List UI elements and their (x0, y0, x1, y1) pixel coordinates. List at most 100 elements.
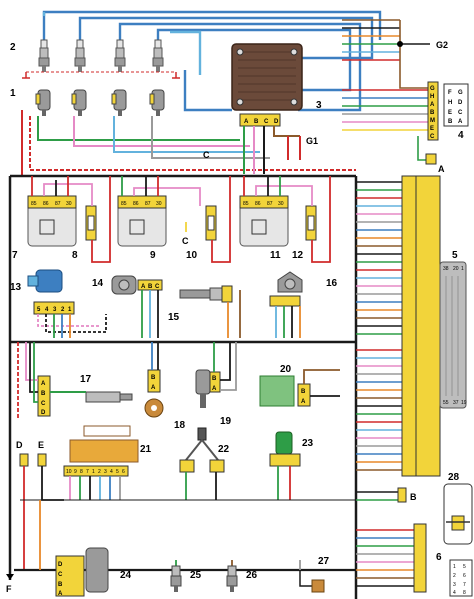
label-3: 3 (316, 100, 322, 111)
pin-label: 2 (98, 469, 101, 475)
hv-leads (42, 10, 382, 112)
component-27 (299, 570, 325, 593)
pin-label: B (254, 119, 259, 125)
pin-label: 19 (461, 400, 467, 406)
ignition-wires (243, 126, 301, 174)
pin-label: 4 (453, 590, 456, 596)
lower-wiring (17, 342, 340, 420)
spark-plug (74, 39, 86, 72)
component-25 (170, 565, 182, 592)
pin-label: 37 (453, 400, 459, 406)
pin-label: 10 (66, 469, 72, 475)
pin-label: M (430, 118, 435, 124)
connector-4: G H A B M E C (427, 81, 439, 141)
injector-harness (21, 110, 356, 176)
pin-label: 86 (43, 201, 49, 207)
pin-label: D (41, 410, 46, 416)
pin-label: A (141, 284, 146, 290)
pin-label: 87 (267, 201, 273, 207)
pin-label: 85 (243, 201, 249, 207)
terminals-d-e: D E (16, 440, 47, 467)
pin-label: C (58, 572, 63, 578)
pin-label: 30 (66, 201, 72, 207)
pin-label: 85 (121, 201, 127, 207)
c-label-mid: C (182, 236, 189, 246)
label-28: 28 (448, 472, 460, 483)
pin-label: C (458, 110, 463, 116)
connector-4-inset: F G H D E C B A (443, 83, 469, 127)
pin-label: 8 (463, 590, 466, 596)
ecu-body: 38 20 1 55 37 19 (415, 175, 467, 477)
pin-label: B (448, 119, 453, 125)
label-4: 4 (458, 130, 464, 141)
label-15: 15 (168, 312, 180, 323)
bottom-right-bundle (356, 491, 414, 587)
label-1: 1 (10, 88, 16, 99)
label-13: 13 (10, 282, 22, 293)
pin-label: C (264, 119, 269, 125)
connector-bottom-right (413, 523, 427, 593)
pin-label: B (151, 375, 156, 381)
top-right-bundle (342, 19, 430, 161)
relay-wiring (31, 176, 331, 263)
component-26 (226, 565, 238, 592)
pin-label: A (458, 119, 463, 125)
block-21: 10 9 8 7 1 2 3 4 5 6 (63, 425, 139, 477)
pin-label: E (448, 110, 452, 116)
block-6: 1 5 2 6 3 7 4 8 (449, 559, 473, 597)
pin-label: 85 (31, 201, 37, 207)
spark-plug (152, 39, 164, 72)
fuse-12 (305, 205, 317, 241)
sensor-16 (269, 271, 303, 307)
pin-label: 8 (80, 469, 83, 475)
label-21: 21 (140, 444, 152, 455)
pin-label: B (430, 110, 435, 116)
c-label-top: C (203, 150, 210, 160)
label-18: 18 (174, 420, 186, 431)
sensor-15 (179, 285, 233, 303)
pin-label: D (274, 119, 279, 125)
pin-label: A (41, 381, 46, 387)
pin-label: 3 (53, 307, 57, 313)
label-11: 11 (270, 250, 281, 261)
g2-label-top: G2 (436, 40, 448, 50)
sensor-20: B A (259, 375, 311, 407)
pin-label: C (155, 284, 160, 290)
pin-label: 2 (453, 573, 456, 579)
pin-label: 5 (463, 564, 466, 570)
label-20: 20 (280, 364, 292, 375)
sensor-18: B A (144, 369, 164, 418)
component-labels: 2 1 3 4 5 6 7 8 9 10 11 12 13 14 15 16 1… (10, 42, 464, 581)
g1-label: G1 (306, 136, 318, 146)
pin-label: H (430, 94, 434, 100)
sensor-19: B A (195, 369, 221, 408)
pin-label: 87 (145, 201, 151, 207)
component-22 (179, 427, 225, 473)
label-22: 22 (218, 444, 230, 455)
label-26: 26 (246, 570, 258, 581)
pin-label: 6 (122, 469, 125, 475)
arrow-down-icon (6, 574, 14, 580)
injector (149, 89, 165, 116)
ecu-wire-bundle (356, 181, 402, 471)
pin-label: 7 (86, 469, 89, 475)
a-label: A (438, 164, 445, 174)
label-6: 6 (436, 552, 442, 563)
relay-9: 85 86 87 30 (117, 195, 167, 247)
pin-label: B (41, 391, 46, 397)
injector (111, 89, 127, 116)
sensor-14: A B C (111, 275, 163, 295)
spark-plugs (22, 39, 180, 79)
ignition-module: A B C D (231, 43, 303, 127)
component-24: D C B A (55, 547, 109, 597)
spark-plug (38, 39, 50, 72)
pin-label: 87 (55, 201, 61, 207)
label-27: 27 (318, 556, 330, 567)
sensor-17: A B C D (37, 375, 133, 417)
label-7: 7 (12, 250, 18, 261)
b-label: B (410, 492, 417, 502)
label-23: 23 (302, 438, 314, 449)
label-9: 9 (150, 250, 156, 261)
d-label: D (16, 440, 23, 450)
